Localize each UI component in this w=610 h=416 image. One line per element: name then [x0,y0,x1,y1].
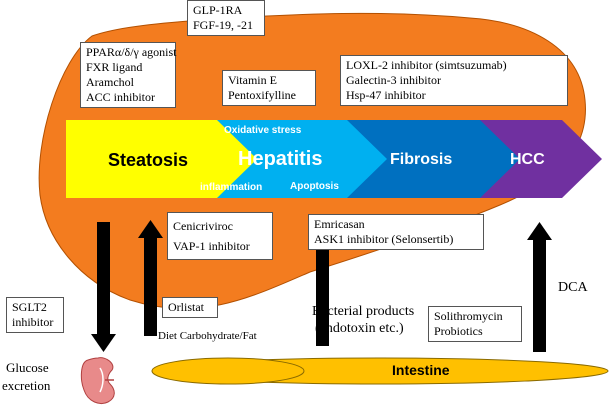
solithromycin-line-2: Probiotics [434,324,483,338]
emricasan-line-1: Emricasan [314,217,365,231]
vitamin-line-2: Pentoxifylline [228,88,296,102]
intestine-loop [151,357,305,385]
vitamin-line-1: Vitamin E [228,73,277,87]
stage-steatosis [66,120,257,198]
ppar-line-1: PPARα/δ/γ agonist [86,45,177,59]
orlistat-box: Orlistat [162,297,218,318]
loxl-box: LOXL-2 inhibitor (simtsuzumab) Galectin-… [340,55,568,106]
inflammation-label: inflammation [200,182,263,193]
loxl-line-2: Galectin-3 inhibitor [346,73,441,87]
cenicriviroc-line-1: Cenicriviroc [173,219,233,233]
intestine-label: Intestine [392,362,450,378]
steatosis-label: Steatosis [108,150,189,170]
stage-hcc [478,120,602,198]
stage-hepatitis [215,120,387,198]
bacterial-label-2: (endotoxin etc.) [315,321,404,336]
ppar-line-2: FXR ligand [86,60,143,74]
dca-label: DCA [558,280,588,295]
cenicriviroc-box: Cenicriviroc VAP-1 inhibitor [167,212,273,260]
glp-box: GLP-1RA FGF-19, -21 [187,0,265,36]
emricasan-box: Emricasan ASK1 inhibitor (Selonsertib) [308,214,484,250]
hcc-label: HCC [510,151,545,168]
apoptosis-label: Apoptosis [290,181,339,192]
cenicriviroc-line-2: VAP-1 inhibitor [173,239,250,253]
ppar-box: PPARα/δ/γ agonist FXR ligand Aramchol AC… [80,42,177,108]
sglt2-line-2: inhibitor [12,315,54,329]
kidney-icon [80,357,115,404]
glp-line-1: GLP-1RA [193,3,243,17]
sglt2-box: SGLT2 inhibitor [6,297,64,333]
dca-arrow [527,222,552,352]
bacterial-label-1: Bacterial products [312,304,415,319]
hepatitis-label: Hepatitis [238,148,323,170]
solithromycin-box: Solithromycin Probiotics [428,306,522,342]
loxl-line-3: Hsp-47 inhibitor [346,88,426,102]
glucose-label-1: Glucose [6,360,49,375]
vitamin-box: Vitamin E Pentoxifylline [222,70,316,106]
solithromycin-line-1: Solithromycin [434,309,503,323]
glp-line-2: FGF-19, -21 [193,18,254,32]
glucose-excretion-arrow [91,222,116,352]
oxidative-stress-label: Oxidative stress [224,125,302,136]
diet-label: Diet Carbohydrate/Fat [158,330,257,342]
glucose-label-2: excretion [2,378,51,393]
ppar-line-3: Aramchol [86,75,134,89]
loxl-line-1: LOXL-2 inhibitor (simtsuzumab) [346,58,507,72]
orlistat-line-1: Orlistat [168,300,204,314]
stage-fibrosis [345,120,520,198]
sglt2-line-1: SGLT2 [12,300,47,314]
ppar-line-4: ACC inhibitor [86,90,156,104]
fibrosis-label: Fibrosis [390,151,453,168]
emricasan-line-2: ASK1 inhibitor (Selonsertib) [314,232,454,246]
diet-arrow [138,220,163,336]
